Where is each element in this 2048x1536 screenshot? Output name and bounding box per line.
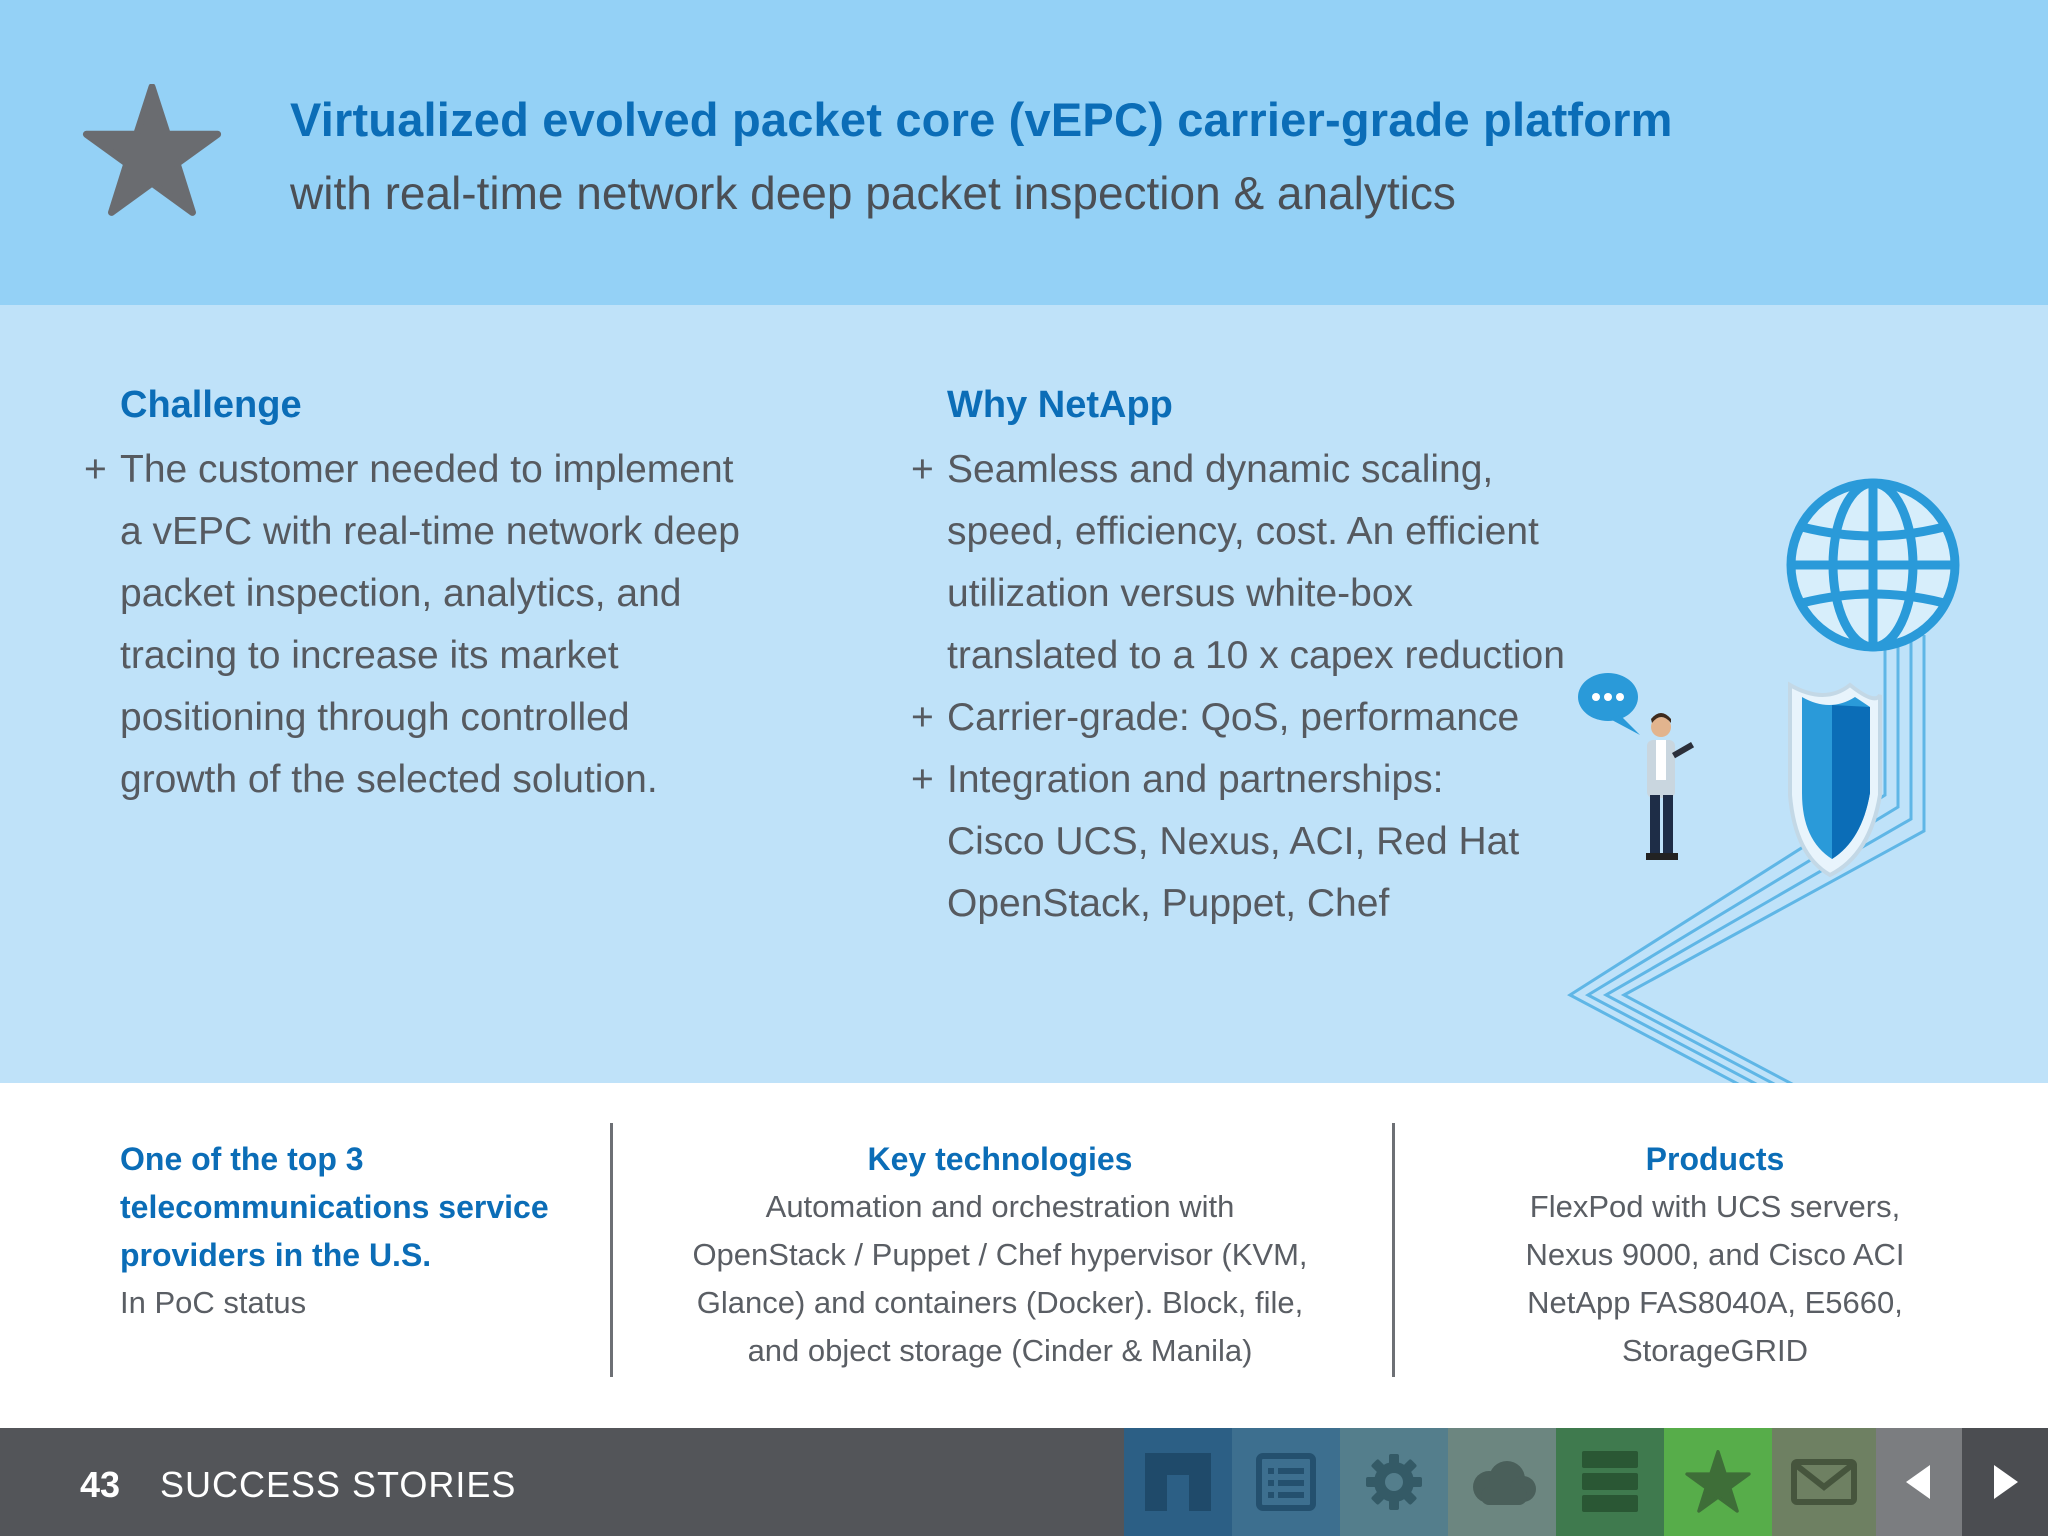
- person-icon: [1646, 713, 1695, 860]
- nav-success-stories-button[interactable]: [1664, 1428, 1772, 1536]
- list-item: + The customer needed to implement: [84, 439, 820, 501]
- bullet: +: [911, 448, 934, 491]
- nav-server-button[interactable]: [1556, 1428, 1664, 1536]
- tech-line: and object storage (Cinder & Manila): [747, 1333, 1253, 1368]
- why-netapp-list: + Seamless and dynamic scaling, speed, ef…: [911, 439, 1587, 935]
- document-list-icon: [1256, 1453, 1316, 1511]
- customer-stat: One of the top 3 telecommunications serv…: [120, 1135, 590, 1327]
- text-line: Seamless and dynamic scaling,: [947, 448, 1494, 491]
- customer-line: One of the top 3: [120, 1141, 364, 1177]
- star-icon: [1685, 1450, 1751, 1513]
- page-number: 43: [80, 1464, 121, 1505]
- product-line: StorageGRID: [1621, 1333, 1809, 1368]
- why-netapp-heading: Why NetApp: [947, 384, 1173, 426]
- bullet: +: [911, 758, 934, 801]
- why-netapp-column: Why NetApp + Seamless and dynamic scaling…: [911, 377, 1587, 935]
- next-page-button[interactable]: [1962, 1428, 2048, 1536]
- page-title: Virtualized evolved packet core (vEPC) c…: [290, 93, 1673, 146]
- list-item-line: positioning through controlled: [120, 687, 820, 749]
- globe-icon: [1786, 478, 1960, 652]
- text-line: speed, efficiency, cost. An efficient: [947, 510, 1539, 553]
- circuit-lines: [1567, 635, 1926, 1083]
- list-item: + Integration and partnerships:: [911, 749, 1587, 811]
- nav-settings-button[interactable]: [1340, 1428, 1448, 1536]
- customer-line: providers in the U.S.: [120, 1237, 432, 1273]
- challenge-heading: Challenge: [120, 384, 302, 426]
- products-heading: Products: [1645, 1141, 1785, 1177]
- page-subtitle: with real-time network deep packet inspe…: [290, 167, 1456, 219]
- list-item-line: a vEPC with real-time network deep: [120, 501, 820, 563]
- product-line: FlexPod with UCS servers,: [1529, 1189, 1901, 1224]
- nav-netapp-button[interactable]: [1124, 1428, 1232, 1536]
- product-line: Nexus 9000, and Cisco ACI: [1525, 1237, 1905, 1272]
- nav-cloud-button[interactable]: [1448, 1428, 1556, 1536]
- previous-page-icon: [1906, 1465, 1930, 1499]
- page-footer: 43 SUCCESS STORIES: [0, 1428, 2048, 1536]
- list-item-line: OpenStack, Puppet, Chef: [947, 873, 1587, 935]
- next-page-icon: [1994, 1465, 2018, 1499]
- list-item: + Carrier-grade: QoS, performance: [911, 687, 1587, 749]
- gear-icon: [1366, 1454, 1422, 1510]
- text-line: Integration and partnerships:: [947, 758, 1444, 801]
- text-line: utilization versus white-box: [947, 572, 1414, 615]
- mail-icon: [1791, 1459, 1857, 1505]
- netapp-logo-icon: [1145, 1453, 1211, 1511]
- list-item-line: utilization versus white-box: [947, 563, 1587, 625]
- shield-icon: [1788, 681, 1882, 878]
- text-line: translated to a 10 x capex reduction: [947, 634, 1565, 677]
- text-line: Carrier-grade: QoS, performance: [947, 696, 1520, 739]
- tech-line: Glance) and containers (Docker). Block, …: [696, 1285, 1304, 1320]
- text-line: OpenStack, Puppet, Chef: [947, 882, 1390, 925]
- key-technologies-heading: Key technologies: [867, 1141, 1133, 1177]
- stats-section: One of the top 3 telecommunications serv…: [0, 1083, 2048, 1428]
- text-line: packet inspection, analytics, and: [120, 572, 682, 615]
- text-line: growth of the selected solution.: [120, 758, 658, 801]
- section-title: SUCCESS STORIES: [160, 1464, 517, 1505]
- server-stack-icon: [1582, 1451, 1638, 1512]
- list-item-line: growth of the selected solution.: [120, 749, 820, 811]
- tech-line: Automation and orchestration with: [765, 1189, 1235, 1224]
- divider: [610, 1123, 613, 1377]
- list-item-line: Cisco UCS, Nexus, ACI, Red Hat: [947, 811, 1587, 873]
- text-line: positioning through controlled: [120, 696, 630, 739]
- tech-line: OpenStack / Puppet / Chef hypervisor (KV…: [692, 1237, 1308, 1272]
- divider: [1392, 1123, 1395, 1377]
- list-item: + Seamless and dynamic scaling,: [911, 439, 1587, 501]
- page-header: Virtualized evolved packet core (vEPC) c…: [0, 0, 2048, 305]
- customer-line: telecommunications service: [120, 1189, 549, 1225]
- challenge-column: Challenge + The customer needed to implem…: [84, 377, 820, 811]
- product-line: NetApp FAS8040A, E5660,: [1527, 1285, 1903, 1320]
- bullet: +: [84, 448, 107, 491]
- products-stat: Products FlexPod with UCS servers, Nexus…: [1420, 1135, 2010, 1375]
- list-item-line: speed, efficiency, cost. An efficient: [947, 501, 1587, 563]
- text-line: The customer needed to implement: [120, 448, 734, 491]
- bullet: +: [911, 696, 934, 739]
- nav-contact-button[interactable]: [1772, 1428, 1876, 1536]
- text-line: Cisco UCS, Nexus, ACI, Red Hat: [947, 820, 1520, 863]
- content-section: Challenge + The customer needed to implem…: [0, 305, 2048, 1083]
- challenge-list: + The customer needed to implement a vEPC…: [84, 439, 820, 811]
- list-item-line: tracing to increase its market: [120, 625, 820, 687]
- text-line: a vEPC with real-time network deep: [120, 510, 740, 553]
- network-illustration: [1567, 478, 1960, 1083]
- star-icon: [82, 84, 222, 216]
- text-line: tracing to increase its market: [120, 634, 619, 677]
- status-text: In PoC status: [120, 1285, 307, 1320]
- nav-document-button[interactable]: [1232, 1428, 1340, 1536]
- previous-page-button[interactable]: [1876, 1428, 1962, 1536]
- speech-bubble-icon: [1578, 673, 1640, 735]
- cloud-icon: [1473, 1461, 1536, 1505]
- list-item-line: translated to a 10 x capex reduction: [947, 625, 1587, 687]
- key-technologies-stat: Key technologies Automation and orchestr…: [640, 1135, 1360, 1375]
- list-item-line: packet inspection, analytics, and: [120, 563, 820, 625]
